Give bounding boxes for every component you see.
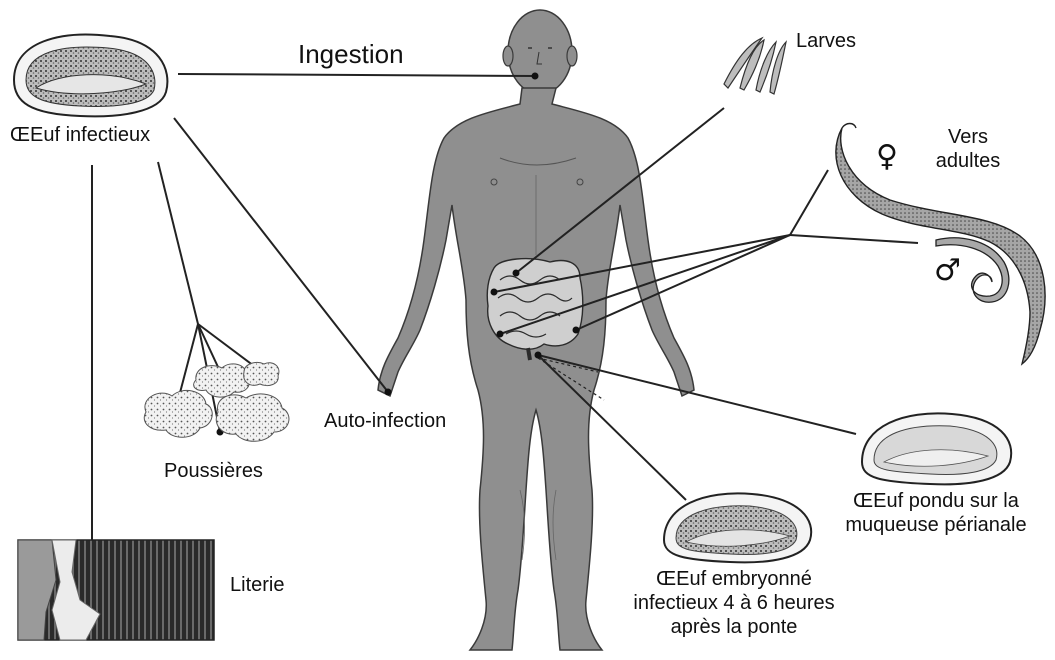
label-oeuf-pondu-line1: ŒEuf pondu sur la (853, 490, 1019, 513)
label-literie: Literie (230, 574, 284, 597)
label-oeuf-infectieux: ŒEuf infectieux (10, 124, 150, 147)
female-symbol: ♀ (876, 140, 898, 175)
label-oeuf-embryonne-line2: infectieux 4 à 6 heures (633, 592, 834, 615)
label-oeuf-embryonne-line1: ŒEuf embryonné (656, 568, 812, 591)
dust-clouds (144, 362, 289, 441)
label-larves: Larves (796, 30, 856, 53)
egg-embryonne (664, 493, 811, 562)
label-ingestion: Ingestion (298, 40, 404, 70)
label-auto-infection: Auto-infection (324, 410, 446, 433)
egg-pondu (862, 413, 1011, 484)
bedding (18, 540, 214, 640)
label-oeuf-embryonne-line3: après la ponte (671, 616, 798, 639)
larvae (724, 38, 786, 94)
label-vers-adultes-line1: Vers (948, 126, 988, 149)
male-symbol: ♂ (934, 254, 961, 289)
label-vers-adultes-line2: adultes (936, 150, 1001, 173)
label-oeuf-pondu-line2: muqueuse périanale (845, 514, 1026, 537)
egg-infectieux (14, 35, 167, 117)
label-poussieres: Poussières (164, 460, 263, 483)
